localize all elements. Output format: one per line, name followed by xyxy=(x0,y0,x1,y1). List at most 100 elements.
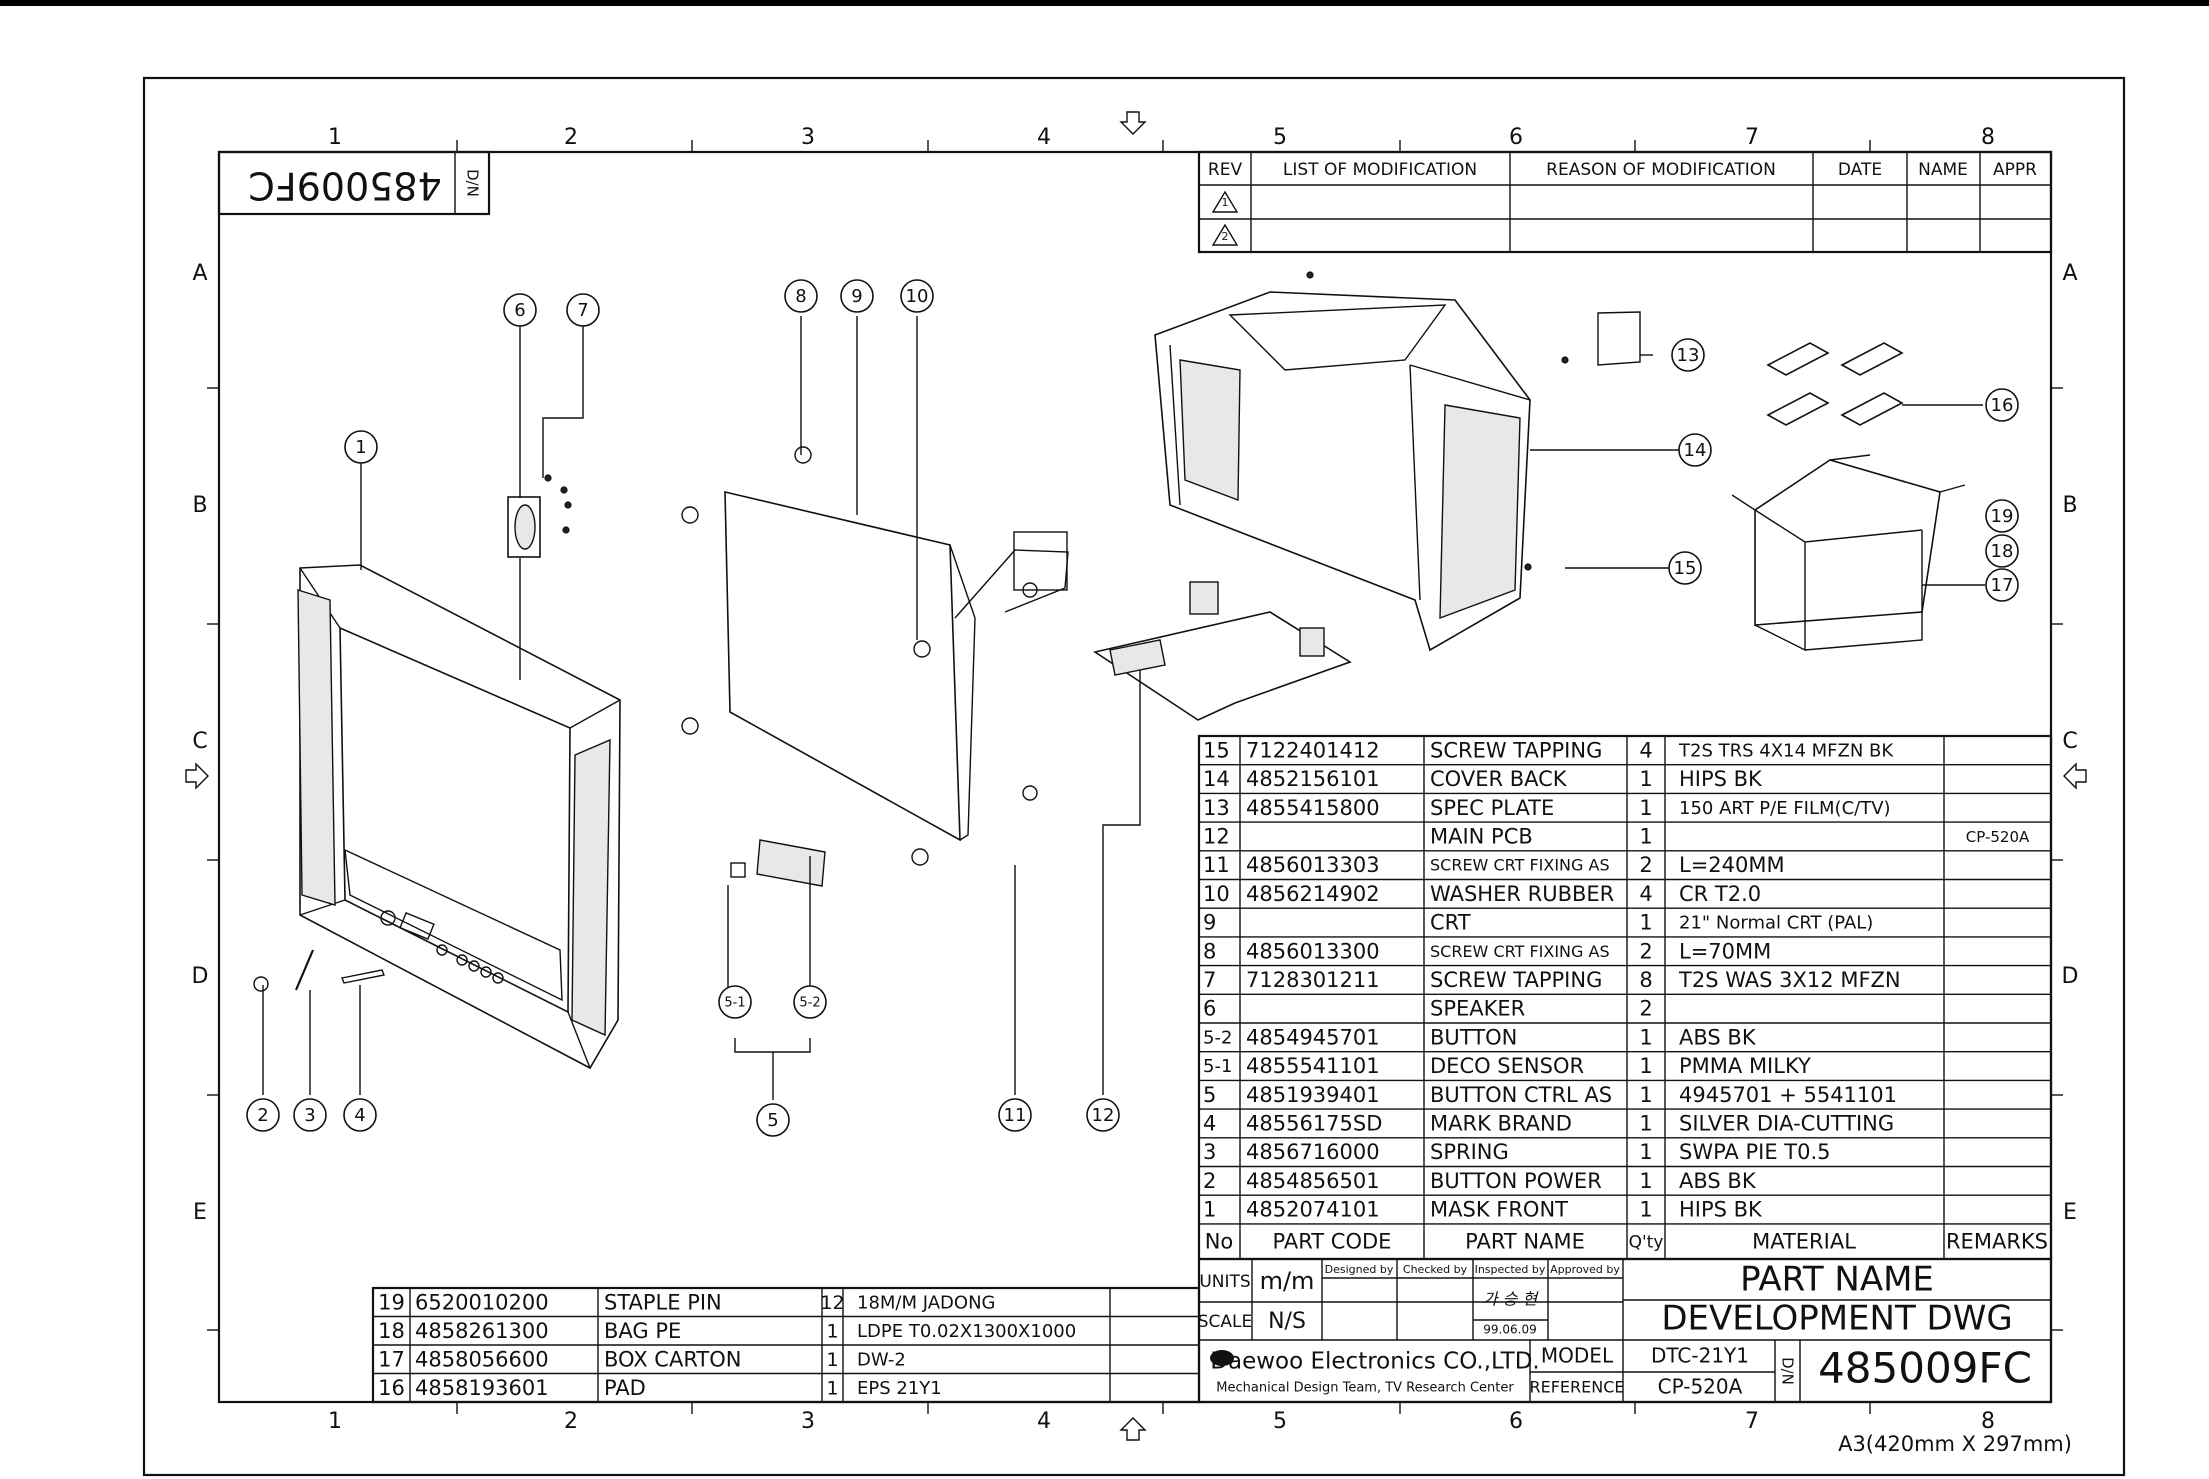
corner-number-box: 485009FC D/N xyxy=(217,150,491,216)
bom-cell: 2 xyxy=(1203,1169,1216,1193)
bom-cell: 1 xyxy=(1639,911,1652,935)
bom-cell: 7128301211 xyxy=(1246,968,1380,992)
bom-cell: 14 xyxy=(1203,767,1230,791)
signature: 가 승 현 xyxy=(1483,1290,1540,1309)
bom-cell: 5-2 xyxy=(1203,1027,1232,1048)
part-name-value: DEVELOPMENT DWG xyxy=(1661,1299,2012,1339)
callout-circle xyxy=(293,1098,327,1132)
bom-cell: L=240MM xyxy=(1679,853,1785,877)
bom-cell: SPRING xyxy=(1430,1140,1509,1164)
bom-cell: COVER BACK xyxy=(1430,767,1568,791)
callout-circle xyxy=(1985,388,2019,422)
bom-header-cell: REMARKS xyxy=(1946,1229,2048,1253)
packing-cell: 19 xyxy=(378,1290,405,1314)
bom-cell: WASHER RUBBER xyxy=(1430,882,1614,906)
spring-part xyxy=(294,949,315,991)
bom-cell: 1 xyxy=(1639,1054,1652,1078)
rev-triangle-icon xyxy=(1211,223,1239,246)
column-zone-label: 5 xyxy=(1273,1409,1287,1434)
bom-cell: 21" Normal CRT (PAL) xyxy=(1679,913,1873,934)
sheet-size: A3(420mm X 297mm) xyxy=(1838,1432,2072,1456)
bom-cell: CP-520A xyxy=(1966,828,2030,846)
bom-header-cell: Q'ty xyxy=(1629,1232,1664,1252)
callout-circle xyxy=(1678,433,1712,467)
spec-plate-part xyxy=(1597,311,1641,366)
bom-cell: CR T2.0 xyxy=(1679,882,1761,906)
column-zone-label: 8 xyxy=(1981,1409,1995,1434)
inspected-by-label: Inspected by xyxy=(1475,1263,1546,1276)
title-block: UNITS m/m SCALE N/S Designed by Checked … xyxy=(1198,1257,2053,1404)
bom-cell: 1 xyxy=(1639,1198,1652,1222)
callout-11: 11 xyxy=(1004,1105,1027,1126)
bom-row: 10 4856214902 WASHER RUBBER 4 CR T2.0 xyxy=(1203,882,1761,906)
callout-circle xyxy=(756,1103,790,1137)
approved-by-label: Approved by xyxy=(1550,1263,1620,1276)
top-black-bar xyxy=(0,0,2209,6)
packing-cell: DW-2 xyxy=(857,1349,906,1370)
arrow-up-icon xyxy=(1119,1417,1147,1441)
approval-date: 99.06.09 xyxy=(1483,1323,1536,1337)
row-zone-label: A xyxy=(2062,261,2077,286)
callout-circle xyxy=(343,1098,377,1132)
callout-circle xyxy=(840,279,874,313)
bom-cell: SPEAKER xyxy=(1430,997,1525,1021)
bom-cell: 4 xyxy=(1639,882,1652,906)
callout-circle xyxy=(1671,338,1705,372)
packing-cell: 18M/M JADONG xyxy=(857,1292,996,1313)
bom-cell: 6 xyxy=(1203,997,1216,1021)
rev-triangle-icon xyxy=(1211,190,1239,213)
bom-cell: HIPS BK xyxy=(1679,1198,1763,1222)
reference-label: REFERENCE xyxy=(1529,1378,1624,1397)
name-header: NAME xyxy=(1918,160,1968,180)
callout-5-1: 5-1 xyxy=(724,996,745,1011)
appr-header: APPR xyxy=(1993,160,2037,180)
leader-lines xyxy=(262,316,1985,1100)
bom-cell: 1 xyxy=(1639,796,1652,820)
bom-cell: 1 xyxy=(1639,1025,1652,1049)
box-carton-part xyxy=(1731,454,1966,652)
bom-row: 6 SPEAKER 2 xyxy=(1203,997,1653,1021)
bom-cell: CRT xyxy=(1430,911,1471,935)
bom-cell: 2 xyxy=(1639,853,1652,877)
callout-circle xyxy=(1985,499,2019,533)
bom-cell: 4852156101 xyxy=(1246,767,1380,791)
callout-circle xyxy=(998,1098,1032,1132)
bom-cell: SCREW CRT FIXING AS xyxy=(1430,856,1610,875)
bom-cell: SILVER DIA-CUTTING xyxy=(1679,1111,1894,1135)
packing-cell: 1 xyxy=(826,1320,838,1342)
callout-18: 18 xyxy=(1991,541,2014,562)
bom-cell: 15 xyxy=(1203,738,1230,762)
bom-cell: 2 xyxy=(1639,997,1652,1021)
list-of-modification-header: LIST OF MODIFICATION xyxy=(1283,160,1477,180)
bom-cell: 1 xyxy=(1639,1111,1652,1135)
bom-cell: BUTTON POWER xyxy=(1430,1169,1602,1193)
bom-cell: SWPA PIE T0.5 xyxy=(1679,1140,1830,1164)
cover-back-part xyxy=(1154,291,1531,652)
callout-8: 8 xyxy=(795,286,806,307)
callout-circle xyxy=(566,293,600,327)
bom-cell: 11 xyxy=(1203,853,1230,877)
bom-cell: 4856214902 xyxy=(1246,882,1380,906)
bom-cell: 1 xyxy=(1639,1140,1652,1164)
column-zone-label: 6 xyxy=(1509,125,1523,150)
bom-cell: 10 xyxy=(1203,882,1230,906)
column-zone-label: 2 xyxy=(564,1409,578,1434)
button-ctrl-part xyxy=(730,839,826,887)
bom-cell: 48556175SD xyxy=(1246,1111,1382,1135)
callout-16: 16 xyxy=(1991,395,2014,416)
column-zone-label: 3 xyxy=(801,1409,815,1434)
bom-cell: 4945701 + 5541101 xyxy=(1679,1083,1897,1107)
column-zone-label: 2 xyxy=(564,125,578,150)
callout-2: 2 xyxy=(257,1105,268,1126)
row-zone-label: B xyxy=(192,493,207,518)
rev-mark-1: 1 xyxy=(1222,196,1229,209)
